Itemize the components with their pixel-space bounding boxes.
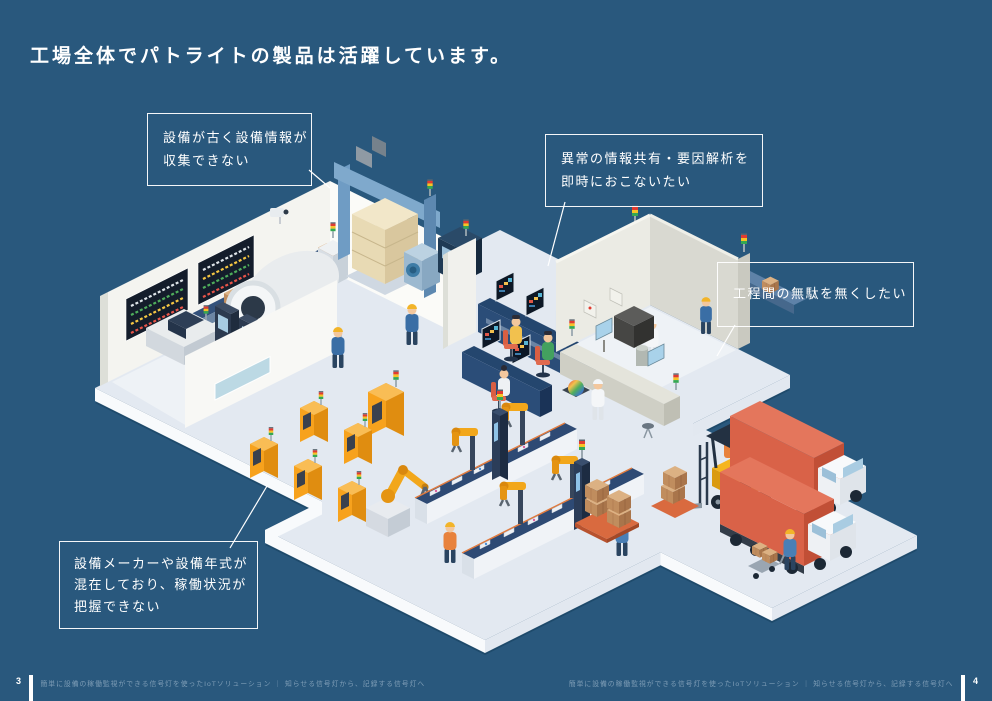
cnc-unit	[294, 449, 322, 500]
footer-divider-bar	[961, 675, 965, 701]
room-front-wall	[185, 280, 337, 428]
cleanroom-machines	[560, 306, 680, 426]
cnc-unit	[344, 413, 372, 464]
security-camera-icon	[270, 208, 289, 224]
cnc-large	[368, 370, 404, 436]
footer-text-left: 簡単に設備の稼働監視ができる信号灯を使ったIoTソリューション ｜ 知らせる信号…	[40, 681, 426, 688]
pallet-stack	[575, 478, 639, 543]
cnc-unit	[300, 391, 328, 442]
cnc-machines	[250, 370, 404, 522]
callout-process-waste: 工程間の無駄を無くしたい	[717, 262, 914, 327]
operator	[503, 315, 522, 362]
cnc-unit	[338, 471, 366, 522]
footer-left: 3 簡単に設備の稼働監視ができる信号灯を使ったIoTソリューション ｜ 知らせる…	[16, 671, 425, 701]
callout-line: 把握できない	[74, 598, 162, 614]
callout-line: 工程間の無駄を無くしたい	[733, 286, 908, 302]
leader-lines	[229, 169, 736, 549]
pallet-stack	[651, 465, 699, 518]
footer-text-right: 簡単に設備の稼働監視ができる信号灯を使ったIoTソリューション ｜ 知らせる信号…	[568, 681, 954, 688]
callout-line: 混在しており、稼働状況が	[74, 577, 247, 593]
page-title: 工場全体でパトライトの製品は活躍しています。	[30, 45, 513, 67]
callout-aging-equipment: 設備が古く設備情報が 収集できない	[147, 113, 312, 186]
callout-line: 設備メーカーや設備年式が	[74, 555, 249, 571]
wafer-disc	[568, 380, 584, 396]
truck	[720, 457, 856, 574]
andon-board	[197, 234, 255, 306]
callout-line: 収集できない	[163, 152, 251, 168]
partition-wall	[448, 238, 476, 346]
page-number-left: 3	[16, 676, 22, 686]
clean-room	[555, 213, 750, 439]
callout-line: 即時におこないたい	[561, 173, 692, 189]
partition-wall	[443, 252, 448, 349]
footer-divider-bar	[29, 675, 33, 701]
robot-arm	[366, 465, 432, 537]
callout-line: 異常の情報共有・要因解析を	[561, 151, 750, 167]
cnc-unit	[250, 427, 278, 478]
stool	[642, 423, 654, 439]
footer-right: 簡単に設備の稼働監視ができる信号灯を使ったIoTソリューション ｜ 知らせる信号…	[569, 671, 978, 701]
callout-line: 設備が古く設備情報が	[163, 130, 309, 146]
page-number-right: 4	[972, 676, 978, 686]
callout-anomaly-sharing: 異常の情報共有・要因解析を 即時におこないたい	[545, 134, 763, 207]
callout-mixed-equipment: 設備メーカーや設備年式が 混在しており、稼働状況が 把握できない	[59, 541, 258, 629]
operator	[535, 331, 554, 378]
